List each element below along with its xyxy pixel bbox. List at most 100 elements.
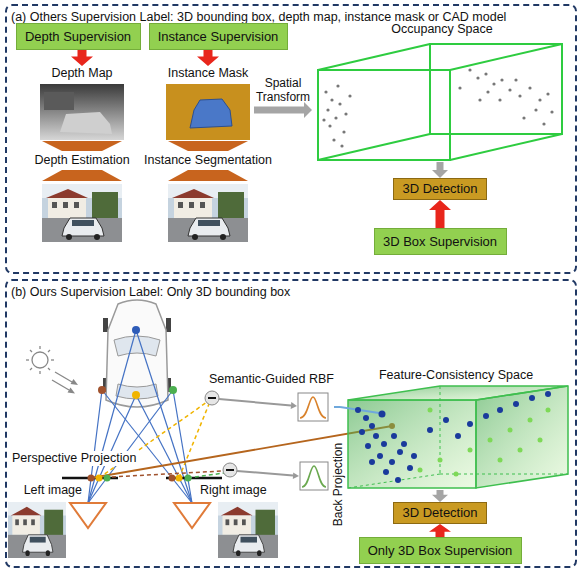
node-label: 3D Box Supervision (383, 229, 497, 254)
figure-art (166, 84, 250, 140)
input-photos (168, 184, 248, 242)
figure-art (312, 22, 572, 162)
figure-art (340, 368, 572, 490)
node-label: Depth Supervision (25, 24, 131, 49)
input-photos (8, 502, 66, 558)
node-label: Instance Mask (168, 66, 249, 81)
panel-frame: (a) Others Supervision Label: 3D boundin… (5, 4, 577, 274)
network-trapezoids (42, 170, 122, 181)
panel-title: (b) Ours Supervision Label: Only 3D boun… (11, 285, 290, 300)
difference-nodes (223, 463, 237, 477)
connector-arrow (254, 102, 312, 118)
input-photos (218, 502, 278, 558)
sun-icon (26, 346, 78, 394)
text-label: Left image (22, 483, 84, 498)
figure-art (318, 44, 562, 160)
car-points (98, 326, 177, 399)
node-label: Feature-Consistency Space (379, 368, 533, 383)
image-node: Depth Map (36, 66, 128, 140)
text-label: Back Projection (332, 440, 347, 527)
input-photos (8, 184, 278, 558)
text-label: Instance Segmentation (144, 153, 272, 168)
figure-art (340, 386, 568, 488)
image-node: Instance Mask (162, 66, 254, 140)
camera-symbols (174, 503, 210, 528)
camera-rays (136, 395, 192, 503)
figure-art (298, 393, 328, 421)
sun-icon (55, 372, 72, 382)
input-photos (42, 184, 122, 242)
node-label: Semantic-Guided RBF (209, 372, 334, 387)
detection-box: 3D Detection (393, 178, 487, 200)
network-trapezoids (168, 170, 248, 181)
difference-nodes (205, 391, 299, 479)
camera-symbols (70, 503, 106, 528)
camera-rays (88, 390, 173, 503)
supervision-box: Only 3D Box Supervision (359, 537, 522, 564)
rbf-box (302, 466, 326, 487)
space-figure: Occupancy Space (312, 22, 572, 162)
supervision-box: Instance Supervision (149, 23, 288, 50)
car-points (98, 386, 106, 394)
supervision-box: 3D Box Supervision (374, 228, 507, 255)
text-label: Right image (198, 483, 269, 498)
car-top-view (166, 318, 171, 332)
projected-points (96, 475, 103, 482)
sun-icon (39, 346, 40, 349)
connector-arrow (429, 200, 451, 228)
network-trapezoids (42, 141, 122, 151)
sun-icon (71, 379, 79, 385)
sun-icon (39, 371, 40, 374)
car-top-view (103, 300, 171, 407)
projected-points (176, 475, 183, 482)
difference-nodes (208, 397, 216, 399)
difference-nodes (205, 391, 219, 405)
node-label: Depth Map (51, 66, 112, 81)
rbf-box (300, 462, 328, 490)
car-points (169, 386, 177, 394)
edge-label: Spatial Transform (252, 76, 314, 104)
connector-arrow (71, 50, 93, 66)
difference-nodes (293, 473, 299, 480)
node-label: Occupancy Space (391, 22, 492, 37)
sun-icon (48, 350, 50, 352)
difference-nodes (237, 471, 293, 476)
car-top-view (106, 300, 168, 407)
space-figure: Feature-Consistency Space (340, 368, 572, 490)
connector-line (334, 406, 340, 408)
sun-icon (68, 388, 76, 394)
projected-points (104, 475, 111, 482)
connector-arrow (432, 162, 448, 178)
difference-nodes (219, 399, 291, 406)
car-top-view (116, 384, 158, 399)
connector-arrow (429, 524, 451, 537)
camera-rays (102, 390, 192, 503)
network-trapezoids (168, 141, 248, 151)
camera-rays (173, 390, 192, 503)
panel-frame: (b) Ours Supervision Label: Only 3D boun… (5, 279, 577, 568)
projected-points (88, 475, 95, 482)
difference-nodes (226, 469, 234, 471)
projected-points (169, 475, 176, 482)
text-label: Perspective Projection (10, 451, 138, 466)
car-points (132, 326, 140, 334)
match-lines (179, 404, 209, 478)
text-label: Depth Estimation (34, 153, 129, 168)
node-label: Only 3D Box Supervision (368, 538, 513, 563)
camera-symbols (70, 503, 210, 528)
sun-icon (30, 368, 32, 370)
difference-nodes (291, 402, 297, 409)
sun-icon (52, 380, 69, 390)
sun-icon (26, 359, 29, 360)
car-top-view (103, 318, 108, 332)
sun-icon (32, 352, 48, 368)
sun-icon (48, 368, 50, 370)
connector-arrow (432, 490, 448, 502)
connector-arrow (197, 50, 219, 66)
figure-art (40, 84, 124, 140)
car-top-view (114, 336, 160, 356)
node-label: Instance Supervision (158, 24, 279, 49)
car-points (132, 391, 140, 399)
node-label: 3D Detection (402, 179, 477, 199)
